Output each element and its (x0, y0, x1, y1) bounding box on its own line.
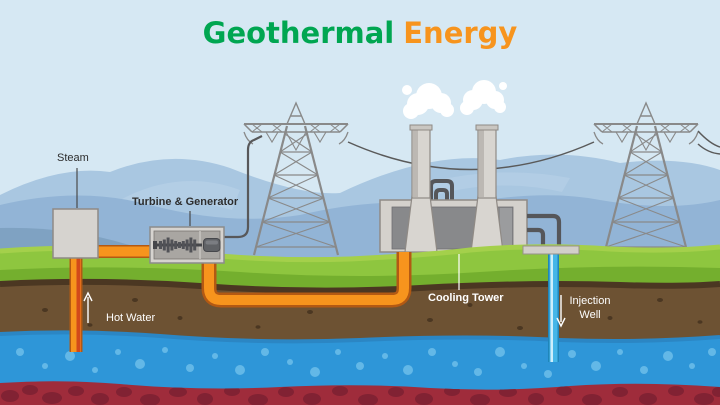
power-lines (347, 130, 720, 171)
turbine-icon (153, 237, 202, 253)
injection-down-arrow-icon (556, 295, 566, 328)
power-transmission (222, 101, 720, 257)
water-bubbles (16, 347, 716, 378)
generator-icon (203, 238, 221, 252)
groundwater-layer (0, 330, 720, 405)
annotations (76, 168, 566, 328)
label-injection-well: Injection Well (569, 295, 611, 321)
turbine-generator-unit (149, 226, 225, 264)
label-steam: Steam (57, 152, 89, 164)
cooling-tower-chimney-icon (470, 124, 504, 253)
label-hot-water: Hot Water (106, 312, 156, 324)
steam-cloud-icon (460, 80, 507, 115)
title-word-energy: Energy (403, 16, 518, 50)
plant-side-pipes (527, 213, 562, 249)
cooling-tower-chimney-icon (404, 124, 438, 253)
generator-cable (222, 135, 263, 239)
plant-roof-pipes (429, 179, 454, 205)
title-word-geothermal: Geothermal (202, 16, 395, 50)
steam-separator-box (52, 208, 99, 259)
wellhead-platform (522, 245, 580, 255)
steam-clouds (402, 80, 507, 119)
label-cooling-tower: Cooling Tower (428, 292, 504, 304)
hot-water-pipe (69, 245, 412, 352)
steam-cloud-icon (402, 83, 454, 119)
power-plant-building (379, 124, 528, 253)
hot-water-up-arrow-icon (83, 291, 93, 323)
label-turbine-generator: Turbine & Generator (132, 196, 239, 208)
injection-pipe (548, 252, 559, 362)
